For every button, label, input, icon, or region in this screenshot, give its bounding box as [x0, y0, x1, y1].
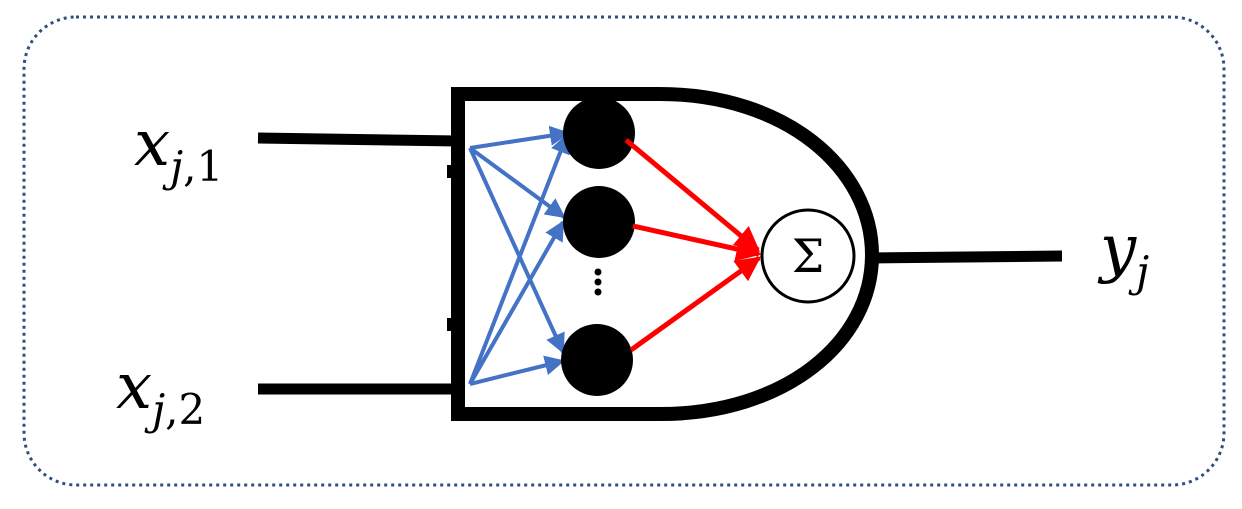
output-label: yj	[1097, 212, 1149, 296]
ellipsis-dot	[594, 288, 602, 296]
input-label-1-var: x	[134, 107, 170, 181]
dotted-border-frame	[22, 15, 1226, 487]
output-wire	[867, 250, 1063, 264]
weight-arrow	[468, 220, 565, 385]
weight-arrow	[468, 133, 570, 385]
weight-arrow	[624, 138, 760, 252]
neuron-1	[563, 97, 635, 169]
summation-symbol: Σ	[792, 229, 825, 283]
input-label-2-sub-sep: ,	[165, 385, 178, 434]
weight-arrow	[468, 147, 565, 354]
input-label-2-var: x	[116, 350, 152, 424]
weight-arrow	[469, 355, 565, 386]
weight-arrow	[468, 146, 566, 219]
weight-arrow	[632, 223, 762, 262]
neuron-3	[561, 324, 633, 396]
input-label-2-sub-num: 2	[178, 385, 205, 434]
neuron-2	[563, 186, 635, 258]
weight-arrow	[629, 255, 762, 353]
input-label-1-sub-sep: ,	[183, 142, 196, 191]
output-weight-arrows	[624, 138, 762, 353]
ellipsis-dot	[594, 268, 602, 276]
output-label-var: y	[1097, 212, 1137, 286]
input-label-1: xj,1	[134, 107, 223, 191]
input-label-1-sub: j,1	[162, 142, 223, 191]
input-label-2: xj,2	[116, 350, 205, 434]
input-label-1-sub-num: 1	[196, 142, 223, 191]
input-label-2-sub: j,2	[144, 385, 205, 434]
input-wire-1	[257, 132, 459, 147]
input-weight-arrows	[468, 125, 570, 386]
ellipsis-dot	[594, 278, 602, 286]
summation-node	[760, 208, 856, 304]
